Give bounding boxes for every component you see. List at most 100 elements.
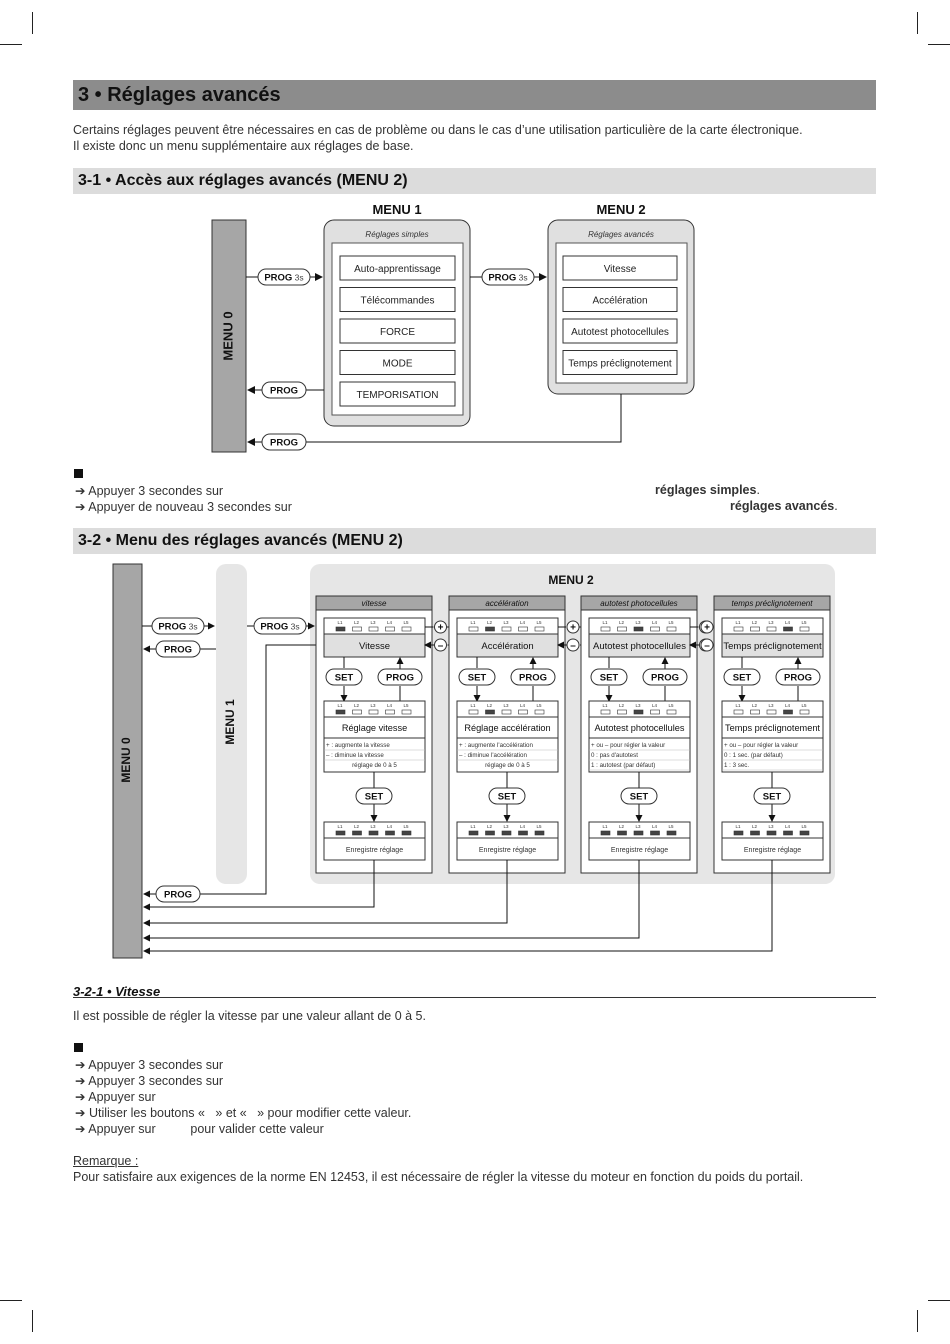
menu2-item-label: Temps préclignotement xyxy=(568,359,672,370)
prog-button-label: PROG xyxy=(784,673,812,684)
led-indicator xyxy=(485,709,495,715)
parameter-name: Temps préclignotement xyxy=(723,641,822,652)
prog-button-pill xyxy=(481,268,535,286)
plus-button xyxy=(434,620,447,634)
led-indicator xyxy=(783,709,793,715)
set-confirm-button-label: SET xyxy=(630,792,649,803)
instruction-2-end: réglages avancés. xyxy=(730,499,838,513)
led-indicator xyxy=(650,626,660,632)
setting-details xyxy=(456,737,559,773)
remark-text: Pour satisfaire aux exigences de la norm… xyxy=(73,1170,804,1184)
set-button-label: SET xyxy=(335,673,354,684)
led-indicator xyxy=(733,709,744,715)
prog-button-pill xyxy=(155,640,201,658)
prog-button-label: PROG xyxy=(164,645,192,656)
led-label: L4 xyxy=(520,620,526,625)
menu1-item-box xyxy=(339,350,456,375)
led-indicator xyxy=(799,626,810,632)
led-label: L4 xyxy=(387,703,393,708)
led-label: L3 xyxy=(370,824,376,829)
set-confirm-button xyxy=(355,787,393,805)
menu1-item-label: Télécommandes xyxy=(361,296,435,307)
vitesse-step-4: ➔ Utiliser les boutons « » et « » pour m… xyxy=(75,1106,412,1120)
led-label: L2 xyxy=(487,824,493,829)
plus-button xyxy=(700,620,714,634)
led-indicator xyxy=(766,830,777,836)
prog-button-pill xyxy=(261,381,307,399)
led-label: L4 xyxy=(652,824,658,829)
setting-details xyxy=(588,737,691,773)
setting-detail-line: 1 : autotest (par défaut) xyxy=(591,762,655,769)
minus-button xyxy=(700,638,714,652)
prog-button-label: PROG xyxy=(651,673,679,684)
vitesse-step-2: ➔ Appuyer 3 secondes sur xyxy=(75,1074,224,1088)
led-label: L5 xyxy=(668,703,674,708)
led-label: L5 xyxy=(403,824,409,829)
led-label: L3 xyxy=(635,703,641,708)
crop-mark xyxy=(32,1310,33,1332)
save-label: Enregistre réglage xyxy=(346,847,403,854)
led-label: L1 xyxy=(337,824,343,829)
led-label: L4 xyxy=(652,703,658,708)
led-indicator xyxy=(783,626,793,632)
led-label: L5 xyxy=(403,703,409,708)
led-indicator xyxy=(468,830,479,836)
prog-button-label: PROG xyxy=(164,890,192,901)
led-label: L2 xyxy=(354,620,360,625)
setting-detail-line: réglage de 0 à 5 xyxy=(352,762,397,769)
set-confirm-button xyxy=(753,787,791,805)
led-indicator xyxy=(501,830,512,836)
set-button xyxy=(723,668,761,686)
vitesse-step-1: ➔ Appuyer 3 secondes sur xyxy=(75,1058,224,1072)
led-indicator xyxy=(733,830,744,836)
led-indicator xyxy=(650,830,660,836)
menu1-item-label: TEMPORISATION xyxy=(356,390,438,401)
instruction-1-end: réglages simples. xyxy=(655,483,760,497)
menu1-item-label: Auto-apprentissage xyxy=(354,264,441,275)
save-label: Enregistre réglage xyxy=(611,847,668,854)
led-indicator xyxy=(633,709,644,715)
led-label: L3 xyxy=(370,703,376,708)
led-indicator xyxy=(501,709,512,715)
vitesse-description: Il est possible de régler la vitesse par… xyxy=(73,1009,426,1023)
menu1-item-label: FORCE xyxy=(380,327,415,338)
led-indicator xyxy=(335,626,346,632)
set-button xyxy=(590,668,628,686)
led-label: L5 xyxy=(536,620,542,625)
led-label: L4 xyxy=(520,703,526,708)
led-indicator xyxy=(401,830,412,836)
led-label: L1 xyxy=(602,824,608,829)
menu1-label: MENU 1 xyxy=(223,699,237,745)
setting-detail-line: 1 : 3 sec. xyxy=(724,762,749,769)
led-label: L5 xyxy=(668,620,674,625)
led-label: L3 xyxy=(635,824,641,829)
crop-mark xyxy=(917,1310,918,1332)
led-label: L4 xyxy=(785,824,791,829)
intro-line-2: Il existe donc un menu supplémentaire au… xyxy=(73,139,414,153)
setting-detail-line: réglage de 0 à 5 xyxy=(485,762,530,769)
led-indicator xyxy=(518,709,528,715)
led-label: L4 xyxy=(785,703,791,708)
led-label: L2 xyxy=(752,620,758,625)
menu1-item-label: MODE xyxy=(383,359,413,370)
subsection-header-3-1: 3-1 • Accès aux réglages avancés (MENU 2… xyxy=(73,168,876,194)
crop-mark xyxy=(32,12,33,34)
led-label: L3 xyxy=(635,620,641,625)
led-indicator xyxy=(468,626,479,632)
crop-mark xyxy=(928,1300,950,1301)
led-label: L3 xyxy=(503,824,509,829)
led-indicator xyxy=(534,830,545,836)
vitesse-step-3: ➔ Appuyer sur xyxy=(75,1090,156,1104)
column-tab xyxy=(713,595,831,611)
led-label: L5 xyxy=(403,620,409,625)
prog-button-label: PROG xyxy=(519,673,547,684)
led-label: L3 xyxy=(768,620,774,625)
led-indicator xyxy=(666,709,677,715)
prog-button xyxy=(775,668,821,686)
section-header: 3 • Réglages avancés xyxy=(73,80,876,110)
column-tab-label: autotest photocellules xyxy=(600,599,677,608)
led-indicator xyxy=(766,626,777,632)
setting-name: Autotest photocellules xyxy=(595,723,685,733)
led-indicator xyxy=(783,830,793,836)
